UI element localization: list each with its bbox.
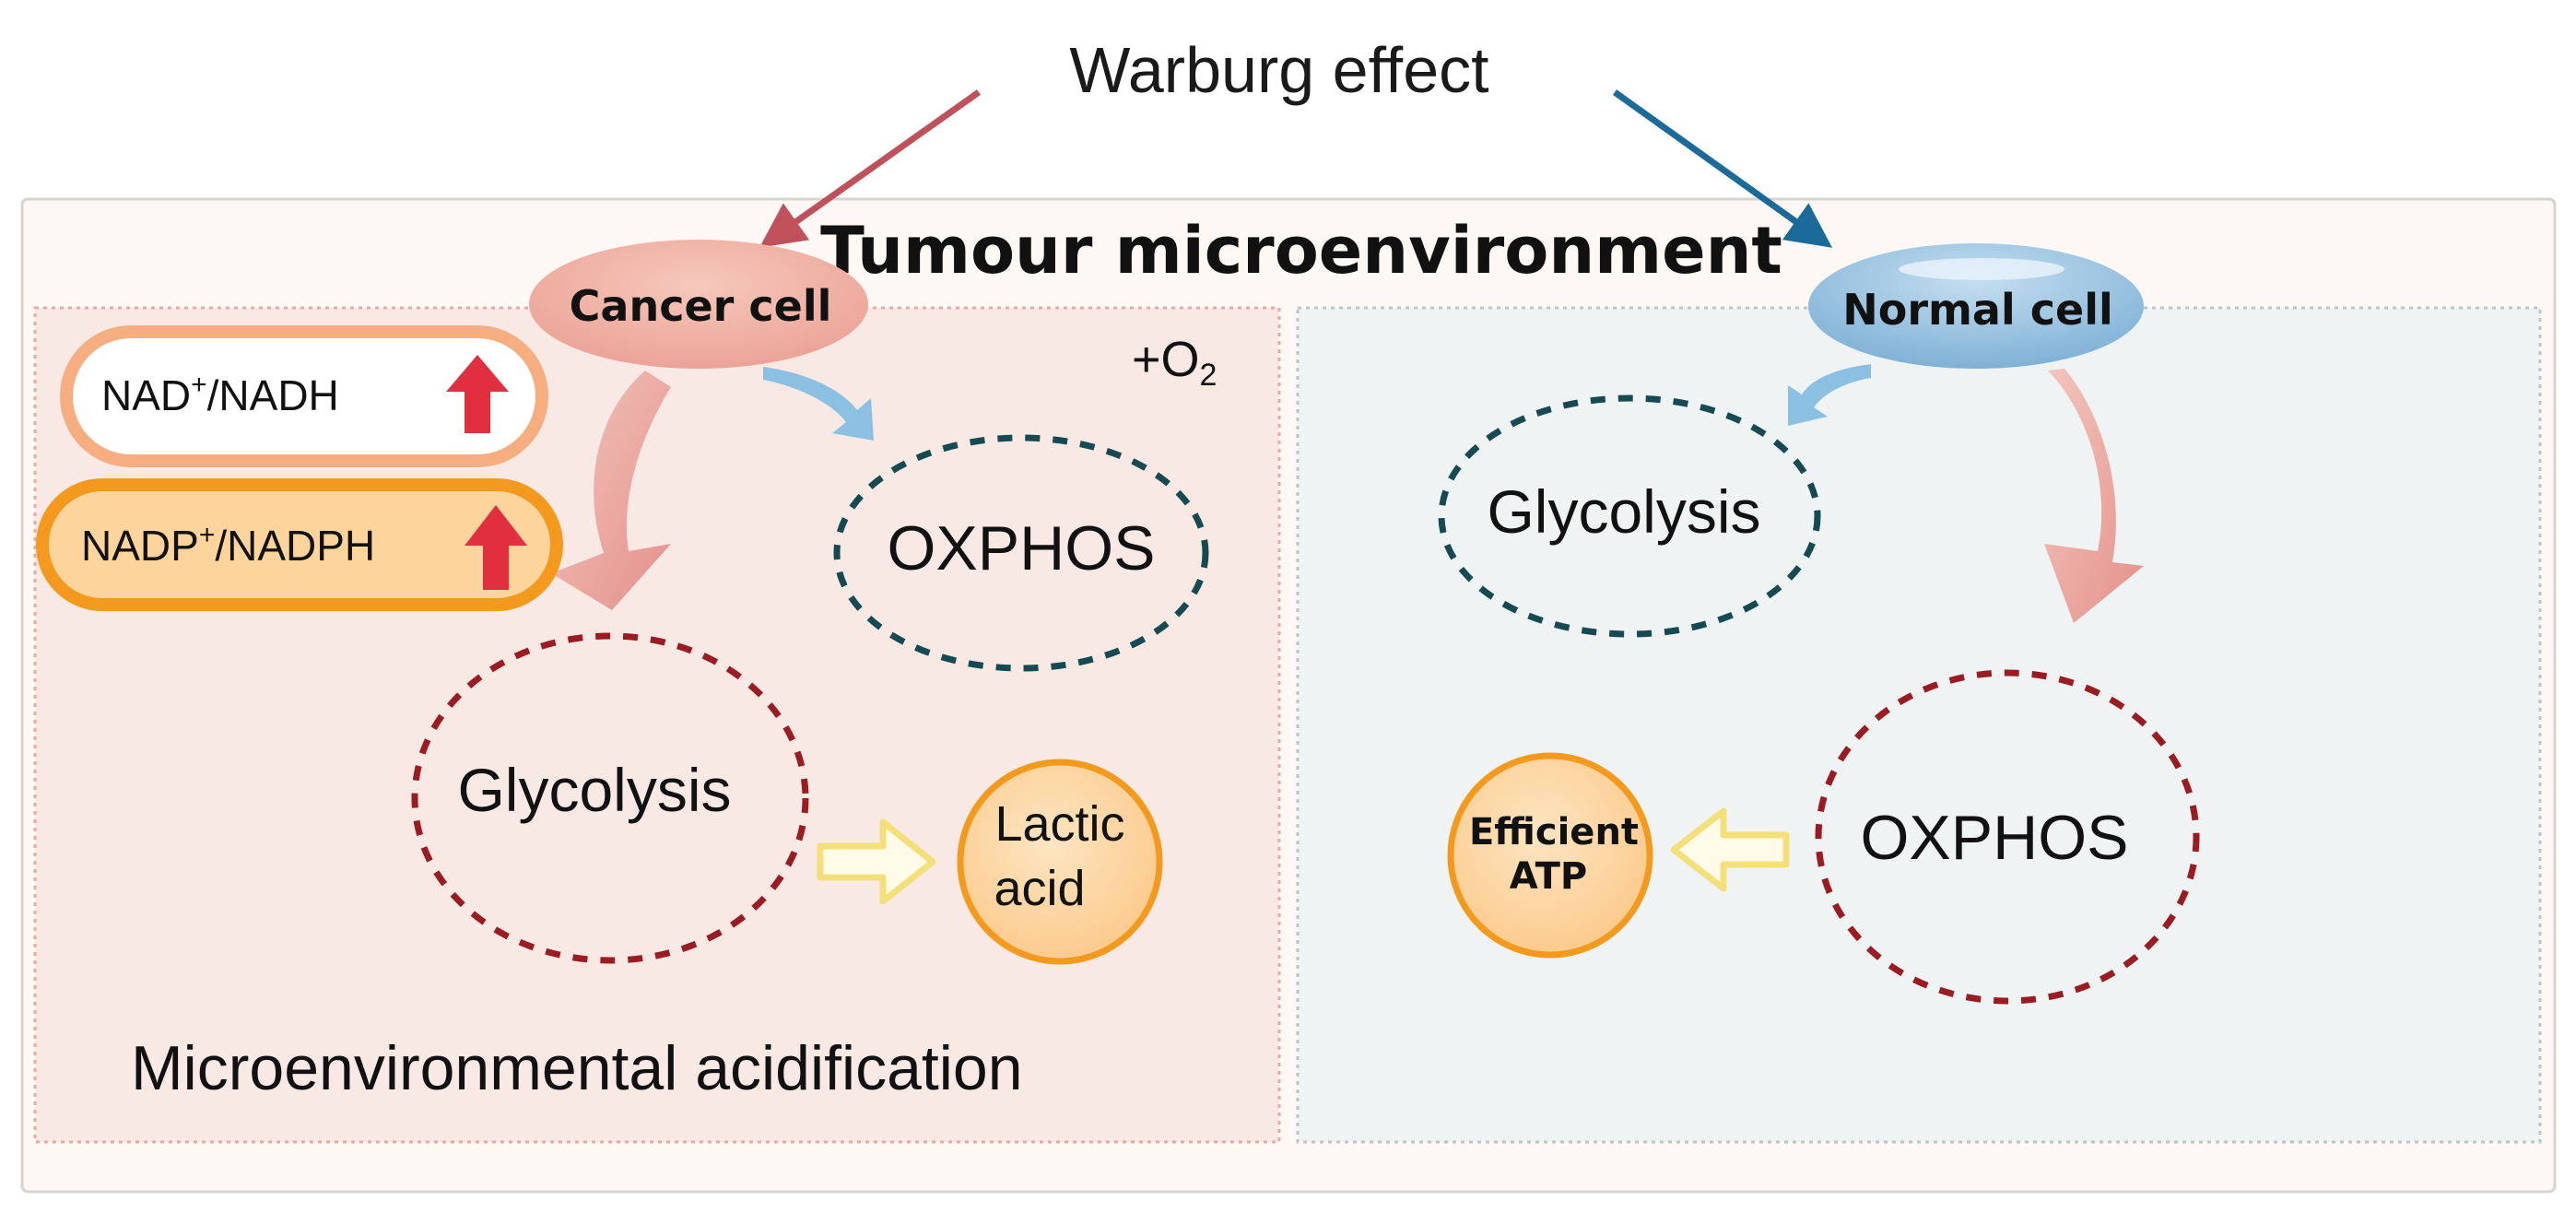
normal-to-oxphos-arrow-icon [2044,369,2144,623]
normal-to-glycolysis-arrow-icon [1788,364,1871,426]
normal-cell-label: Normal cell [1842,285,2113,335]
normal-cell-highlight [1899,258,2064,280]
normal-arrow-icon [1612,89,1832,248]
hollow-arrow-icon [1670,807,1790,892]
cancer-glycolysis-label: Glycolysis [457,756,731,824]
cancer-arrow-icon [759,89,982,248]
normal-panel [1296,306,2542,1144]
cancer-oxphos-node [833,434,1209,672]
normal-glycolysis-label: Glycolysis [1487,477,1760,546]
oxygen-label: +O2 [1132,332,1217,393]
cancer-to-glycolysis-arrow-icon [551,371,671,610]
efficient-atp-node [1447,752,1653,959]
cancer-glycolysis-node [411,632,809,964]
normal-cell [1808,243,2144,369]
nad-ratio-pill [60,325,548,467]
efficient-atp-line1: Efficient [1469,811,1639,853]
title: Warburg effect [1069,34,1488,106]
cancer-cell-label: Cancer cell [570,281,832,331]
lactic-acid-line2: acid [994,861,1085,916]
nadp-ratio-label: NADP+/NADPH [81,520,375,570]
nad-ratio-label: NAD+/NADH [101,370,339,419]
normal-oxphos-label: OXPHOS [1861,803,2129,873]
normal-oxphos-node [1815,669,2200,1005]
acidification-label: Microenvironmental acidification [131,1033,1023,1103]
panel-title: Tumour microenvironment [820,213,1782,288]
cancer-to-oxphos-arrow-icon [763,367,874,441]
hollow-arrow-icon [817,818,936,905]
nadp-ratio-pill [36,478,563,611]
efficient-atp-line2: ATP [1510,855,1587,898]
up-arrow-icon [465,505,527,590]
up-arrow-icon [446,355,509,433]
normal-glycolysis-node [1438,394,1821,638]
lactic-acid-line1: Lactic [994,796,1124,852]
cancer-cell [529,240,868,369]
cancer-oxphos-label: OXPHOS [888,513,1156,583]
lactic-acid-node [957,759,1163,965]
